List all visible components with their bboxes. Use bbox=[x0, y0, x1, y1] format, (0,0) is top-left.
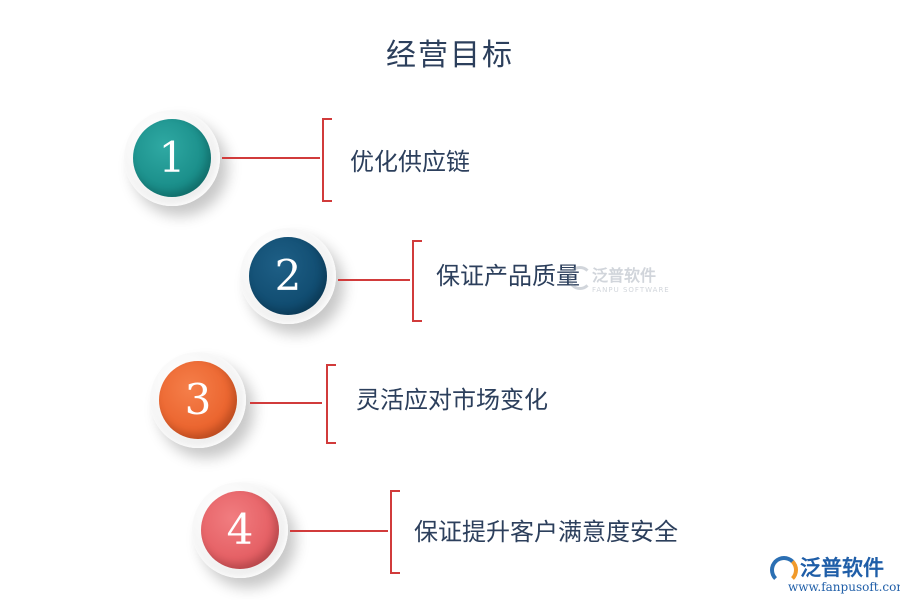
number-label: 2 bbox=[249, 237, 327, 315]
fanpu-watermark-icon bbox=[568, 266, 592, 290]
number-badge: 4 bbox=[192, 482, 288, 578]
watermark-name: 泛普软件 bbox=[592, 266, 657, 285]
goal-label: 保证产品质量 bbox=[436, 262, 580, 290]
bracket bbox=[390, 490, 400, 574]
number-label: 1 bbox=[133, 119, 211, 197]
fanpu-logo-icon bbox=[770, 556, 798, 584]
connector-line bbox=[250, 402, 322, 404]
watermark: 泛普软件 FANPU SOFTWARE bbox=[568, 262, 670, 294]
goal-label: 保证提升客户满意度安全 bbox=[414, 518, 678, 546]
number-badge: 2 bbox=[240, 228, 336, 324]
connector-line bbox=[338, 279, 410, 281]
page-title: 经营目标 bbox=[386, 38, 514, 73]
bracket bbox=[326, 364, 336, 444]
number-badge: 1 bbox=[124, 110, 220, 206]
number-label: 3 bbox=[159, 361, 237, 439]
watermark-sub: FANPU SOFTWARE bbox=[592, 286, 670, 294]
number-label: 4 bbox=[201, 491, 279, 569]
brand-name: 泛普软件 bbox=[800, 556, 884, 580]
connector-line bbox=[290, 530, 388, 532]
goal-label: 优化供应链 bbox=[350, 148, 470, 176]
goal-label: 灵活应对市场变化 bbox=[356, 386, 548, 414]
number-badge: 3 bbox=[150, 352, 246, 448]
brand-url: www.fanpusoft.com bbox=[788, 580, 900, 594]
connector-line bbox=[222, 157, 320, 159]
bracket bbox=[322, 118, 332, 202]
bracket bbox=[412, 240, 422, 322]
